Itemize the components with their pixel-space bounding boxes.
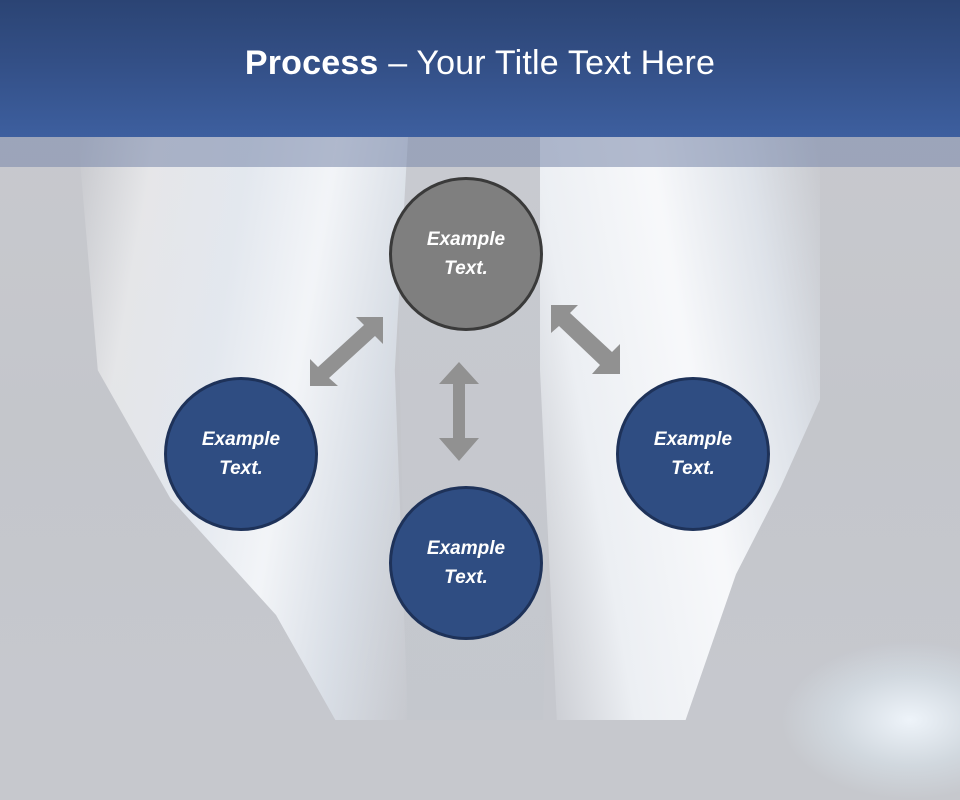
process-node-top: Example Text. xyxy=(389,177,543,331)
node-label: Example Text. xyxy=(426,229,506,279)
double-arrow-icon-top-right xyxy=(551,305,620,374)
title-rest: – Your Title Text Here xyxy=(378,44,716,82)
double-arrow-icon-top-left xyxy=(310,317,383,386)
title-bar: Process – Your Title Text Here xyxy=(0,0,960,137)
title-bold: Process xyxy=(244,44,379,82)
process-node-bottom: Example Text. xyxy=(389,486,543,640)
background-glow xyxy=(780,640,960,800)
double-arrow-icon-vertical xyxy=(439,362,479,461)
node-label: Example Text. xyxy=(426,538,506,588)
node-label: Example Text. xyxy=(201,429,281,479)
node-label: Example Text. xyxy=(653,429,733,479)
process-node-right: Example Text. xyxy=(616,377,770,531)
process-node-left: Example Text. xyxy=(164,377,318,531)
title-band xyxy=(0,137,960,167)
slide-title: Process – Your Title Text Here xyxy=(245,44,715,83)
